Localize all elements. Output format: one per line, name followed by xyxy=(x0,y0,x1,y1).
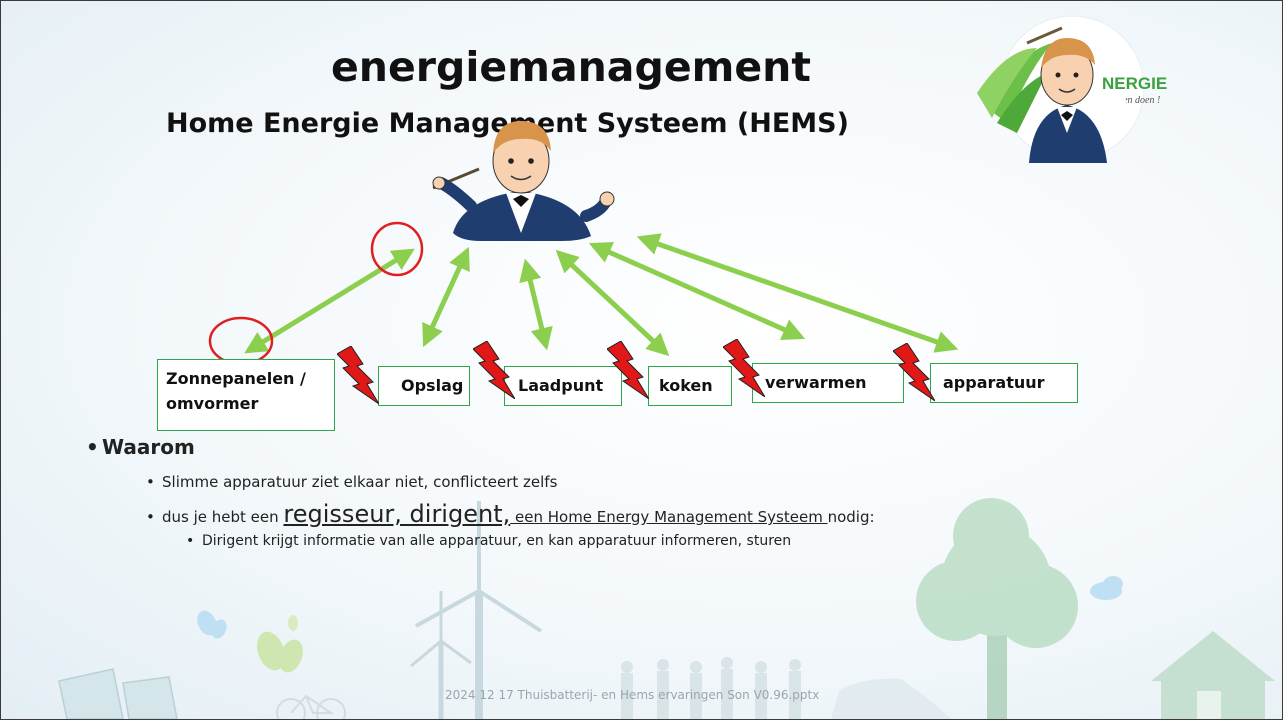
node-laadpunt: Laadpunt xyxy=(504,366,622,406)
node-zonnepanelen: Zonnepanelen / omvormer xyxy=(157,359,335,431)
node-laadpunt-label: Laadpunt xyxy=(518,376,604,395)
tree-icon xyxy=(916,498,1078,719)
wind-turbine-icon xyxy=(410,501,543,719)
bullet-item-2-suffix: nodig: xyxy=(827,508,875,526)
bullet-item-3-text: Dirigent krijgt informatie van alle appa… xyxy=(202,533,792,549)
logo-subtext: samen doen ! xyxy=(1107,95,1161,106)
bullet-dot: • xyxy=(86,435,99,459)
bullet-heading: •Waarom xyxy=(86,435,195,459)
bullet-item-1: • Slimme apparatuur ziet elkaar niet, con… xyxy=(146,473,557,491)
bicycle-icon xyxy=(276,694,346,719)
arrow-apparatuur xyxy=(636,233,959,353)
bullet-dot: • xyxy=(186,533,195,549)
house-icon xyxy=(1151,631,1275,719)
highlight-circles xyxy=(208,221,424,366)
lightning-bolt-icon xyxy=(893,343,935,401)
bullet-item-2-hems: een Home Energy Management Systeem xyxy=(510,508,828,526)
arrow-opslag xyxy=(422,246,470,348)
bullet-item-2-prefix: dus je hebt een xyxy=(162,508,284,526)
lightning-bolt-icon xyxy=(723,339,765,397)
butterfly-icon xyxy=(256,615,303,673)
node-koken: koken xyxy=(648,366,732,406)
cloud-icon xyxy=(1090,576,1123,600)
lightning-bolt-icon xyxy=(607,341,649,399)
node-verwarmen-label: verwarmen xyxy=(765,373,867,392)
footer-filename: 2024 12 17 Thuisbatterij- en Hems ervari… xyxy=(445,688,820,702)
lightning-bolt-icon xyxy=(473,341,515,399)
bullet-item-3: • Dirigent krijgt informatie van alle app… xyxy=(186,533,791,549)
highlight-circle-top xyxy=(370,221,424,277)
page-title: energiemanagement xyxy=(331,43,811,91)
bullet-item-2: • dus je hebt een regisseur, dirigent, ee… xyxy=(146,500,875,528)
node-opslag: Opslag xyxy=(378,366,470,406)
lightning-bolt-icon xyxy=(337,346,379,404)
bullet-dot: • xyxy=(146,508,155,526)
node-apparatuur-label: apparatuur xyxy=(943,373,1045,392)
node-opslag-label: Opslag xyxy=(401,376,464,395)
conductor-logo-icon xyxy=(977,15,1145,163)
node-koken-label: koken xyxy=(659,376,713,395)
bullet-heading-text: Waarom xyxy=(102,435,195,459)
bullet-dot: • xyxy=(146,473,155,491)
conductor-icon xyxy=(432,121,615,241)
bullet-item-2-emphasis: regisseur, dirigent, xyxy=(283,500,511,528)
arrow-laadpunt xyxy=(519,258,553,351)
node-apparatuur: apparatuur xyxy=(930,363,1078,403)
node-verwarmen: verwarmen xyxy=(752,363,904,403)
arrow-zonnepanelen xyxy=(244,248,415,354)
butterfly-icon xyxy=(197,610,227,639)
connection-arrows xyxy=(244,233,959,357)
bullet-item-1-text: Slimme apparatuur ziet elkaar niet, conf… xyxy=(162,473,558,491)
node-zonnepanelen-line1: Zonnepanelen / xyxy=(166,369,306,388)
logo: NERGIE samen doen ! xyxy=(967,13,1167,163)
people-icon xyxy=(621,657,801,719)
node-zonnepanelen-line2: omvormer xyxy=(166,394,259,413)
solar-panel-icon xyxy=(58,668,178,719)
logo-text: NERGIE xyxy=(1102,74,1168,93)
car-icon xyxy=(831,678,951,719)
